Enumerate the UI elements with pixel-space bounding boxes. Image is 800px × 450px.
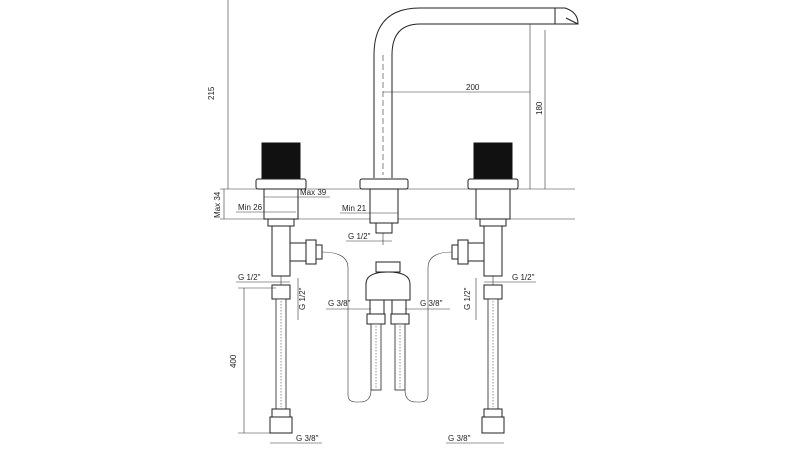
dim-hose-length: 400 [229, 354, 238, 368]
left-hose [269, 284, 293, 434]
dim-spout-height: 180 [535, 101, 544, 115]
dim-max-34: Max 34 [213, 191, 222, 218]
center-connector [356, 261, 420, 403]
thread-right-g12-h: G 1/2" [512, 273, 535, 282]
dimension-lines [223, 24, 546, 444]
thread-center-g12: G 1/2" [348, 232, 371, 241]
dim-total-height: 215 [207, 86, 216, 100]
thread-left-g12-h: G 1/2" [238, 273, 261, 282]
thread-center-g38-right: G 3/8" [420, 299, 443, 308]
thread-left-g12-v: G 1/2" [298, 287, 307, 310]
left-valve [255, 142, 357, 403]
dim-min-21: Min 21 [342, 204, 367, 213]
thread-bottom-right-g38: G 3/8" [448, 434, 471, 443]
dim-max-39: Max 39 [300, 188, 327, 197]
spout [359, 7, 579, 245]
thread-center-g38-left: G 3/8" [328, 299, 351, 308]
right-hose [481, 284, 505, 434]
right-valve [419, 142, 519, 403]
dim-min-26: Min 26 [238, 203, 263, 212]
dim-spout-reach: 200 [466, 83, 480, 92]
thread-bottom-left-g38: G 3/8" [296, 434, 319, 443]
thread-right-g12-v: G 1/2" [463, 287, 472, 310]
